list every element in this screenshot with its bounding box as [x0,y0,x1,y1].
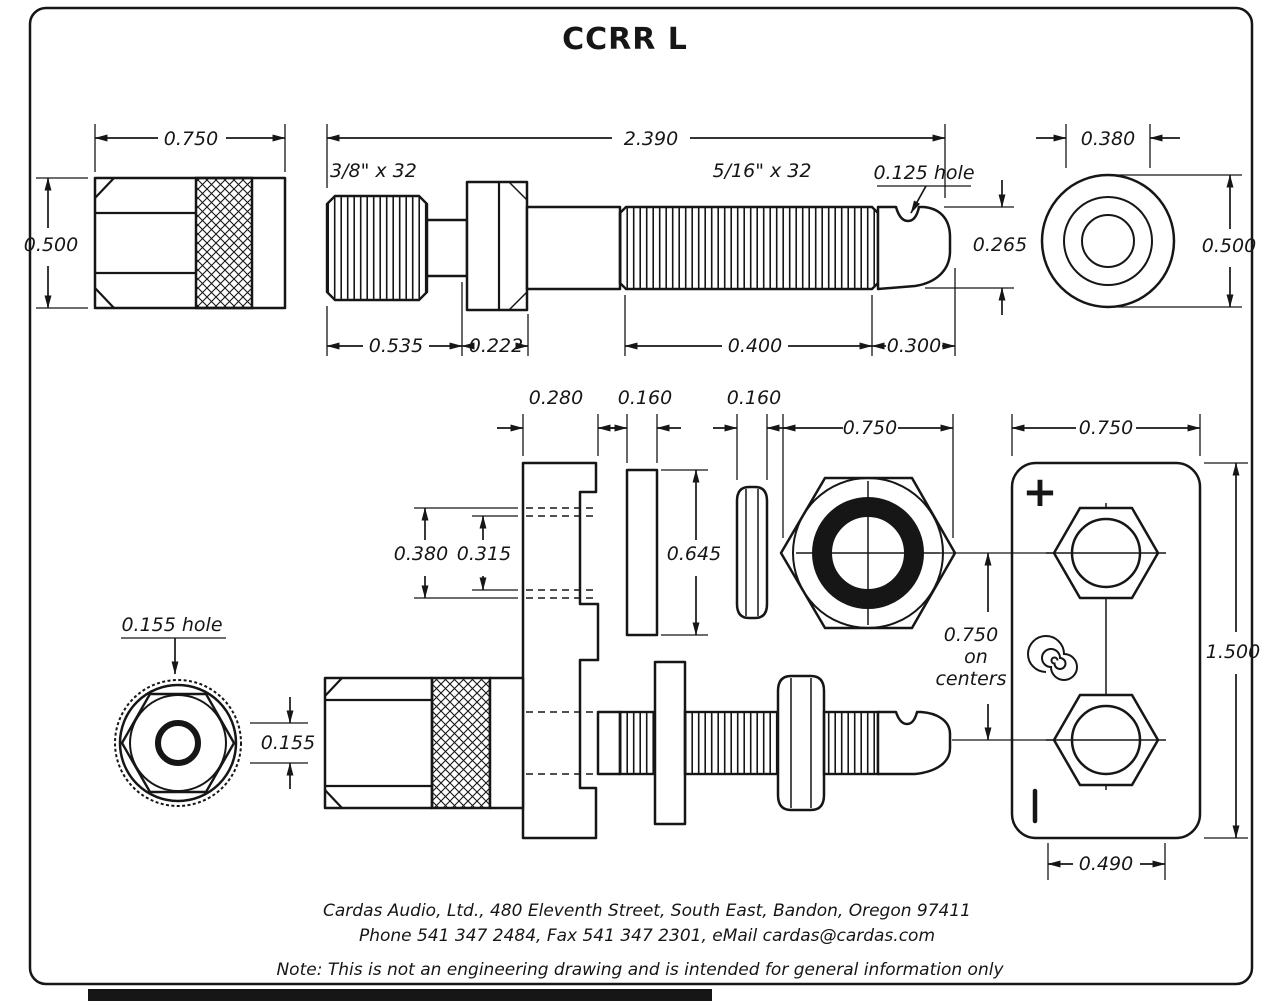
end-bore-circle [1081,214,1135,268]
dim-plate-width: 0.750 [1079,417,1133,439]
assembly-cap [323,676,434,810]
knurl-hole [155,720,201,766]
dim-end-bore: 0.380 [1081,128,1135,150]
washer-outline [625,468,659,637]
dim-bracket-thickness: 0.280 [529,387,583,409]
view-post-side [325,180,952,312]
assembly-nut [776,674,826,812]
dim-mid-chain: 0.280 0.160 0.160 0.750 0.750 [497,387,1201,538]
assembly-knurl [430,676,492,810]
dim-seg-d: 0.300 [887,335,941,357]
assembly-washer [653,660,687,826]
dim-tip-dia: 0.265 [973,234,1027,256]
dim-washer-od: 0.645 [667,543,721,565]
footer: Cardas Audio, Ltd., 480 Eleventh Street,… [276,901,1004,980]
dim-end-view: 0.380 0.500 [1036,124,1256,308]
dim-seg-b: 0.222 [469,335,523,357]
plus-mark: + [1022,467,1057,516]
post-flange [465,180,529,312]
assembly-tip [876,710,952,776]
assembly-thread-b [683,710,780,776]
hole-125-leader [910,185,927,214]
end-outer-circle [1040,173,1176,309]
knurl-serration [114,679,242,807]
dim-knurl-hole: 0.155 [261,732,315,754]
assembly-thread-a [618,710,657,776]
dim-cap: 0.750 0.500 [24,124,286,309]
scan-artifact-bar [88,989,712,1001]
dim-end-od: 0.500 [1202,235,1256,257]
view-plate-face: + [1010,461,1202,840]
dim-centers-word2: centers [935,668,1006,690]
footer-note: Note: This is not an engineering drawing… [276,960,1004,980]
view-nut-side [735,485,769,620]
view-post-end [1040,173,1176,309]
cap-knurl-section [194,176,254,310]
dim-nut-thickness: 0.160 [727,387,781,409]
dim-centers-word1: on [964,646,988,668]
flange-chamfer [508,181,528,201]
assembly-shaft [596,710,622,776]
view-knurled-nut-face: 0.155 hole 0.155 [114,614,315,807]
footer-phone: Phone 541 347 2484, Fax 541 347 2301, eM… [359,926,935,946]
post-shaft [525,205,622,291]
dim-plate-bottom-width: 0.490 [1079,853,1133,875]
dim-washer-thickness: 0.160 [618,387,672,409]
hole-125-label: 0.125 hole [873,162,974,184]
cap-outline [93,176,287,310]
cap-chamfer [93,176,116,200]
thread-right-label: 5/16" x 32 [713,160,812,182]
nautilus-logo [1027,635,1078,681]
dim-overall: 2.390 [624,128,678,150]
footer-address: Cardas Audio, Ltd., 480 Eleventh Street,… [323,901,971,921]
cap-chamfer [93,286,116,310]
view-bracket [521,461,600,840]
view-nut-face [779,476,957,630]
dim-hole-od: 0.380 [394,543,448,565]
dim-cap-height: 0.500 [24,234,78,256]
page-title: CCRR L [562,22,688,57]
dim-seg-a: 0.535 [369,335,423,357]
view-assembly-side [323,660,952,826]
post-thread-left [325,194,429,302]
dim-bracket-holes: 0.380 0.315 [394,507,518,599]
dim-post: 3/8" x 32 5/16" x 32 0.125 hole 2.390 0.… [326,124,1027,357]
assembly-thread-c [822,710,880,776]
post-tip [876,205,952,291]
post-neck [425,218,469,278]
dim-nut-width: 0.750 [843,417,897,439]
dim-centers-value: 0.750 [944,624,998,646]
post-thread-right [618,205,880,291]
knurl-inner-circle [129,694,227,792]
thread-left-label: 3/8" x 32 [330,160,417,182]
dim-hole-id: 0.315 [457,543,511,565]
bracket-outline [521,461,600,840]
nut-outline [735,485,769,620]
view-washer: 0.645 [625,468,721,637]
dim-seg-c: 0.400 [728,335,782,357]
view-cap-side [93,176,287,310]
knurl-hexagon [120,692,236,794]
knurl-outer-circle [118,683,238,803]
dim-cap-width: 0.750 [164,128,218,150]
dim-plate-height: 1.500 [1206,641,1260,663]
hole-155-label: 0.155 hole [121,614,222,636]
assembly-collar [488,676,525,810]
dim-plate: 0.750 on centers 1.500 0.490 [935,462,1260,880]
end-mid-circle [1063,196,1153,286]
flange-chamfer [508,291,528,311]
